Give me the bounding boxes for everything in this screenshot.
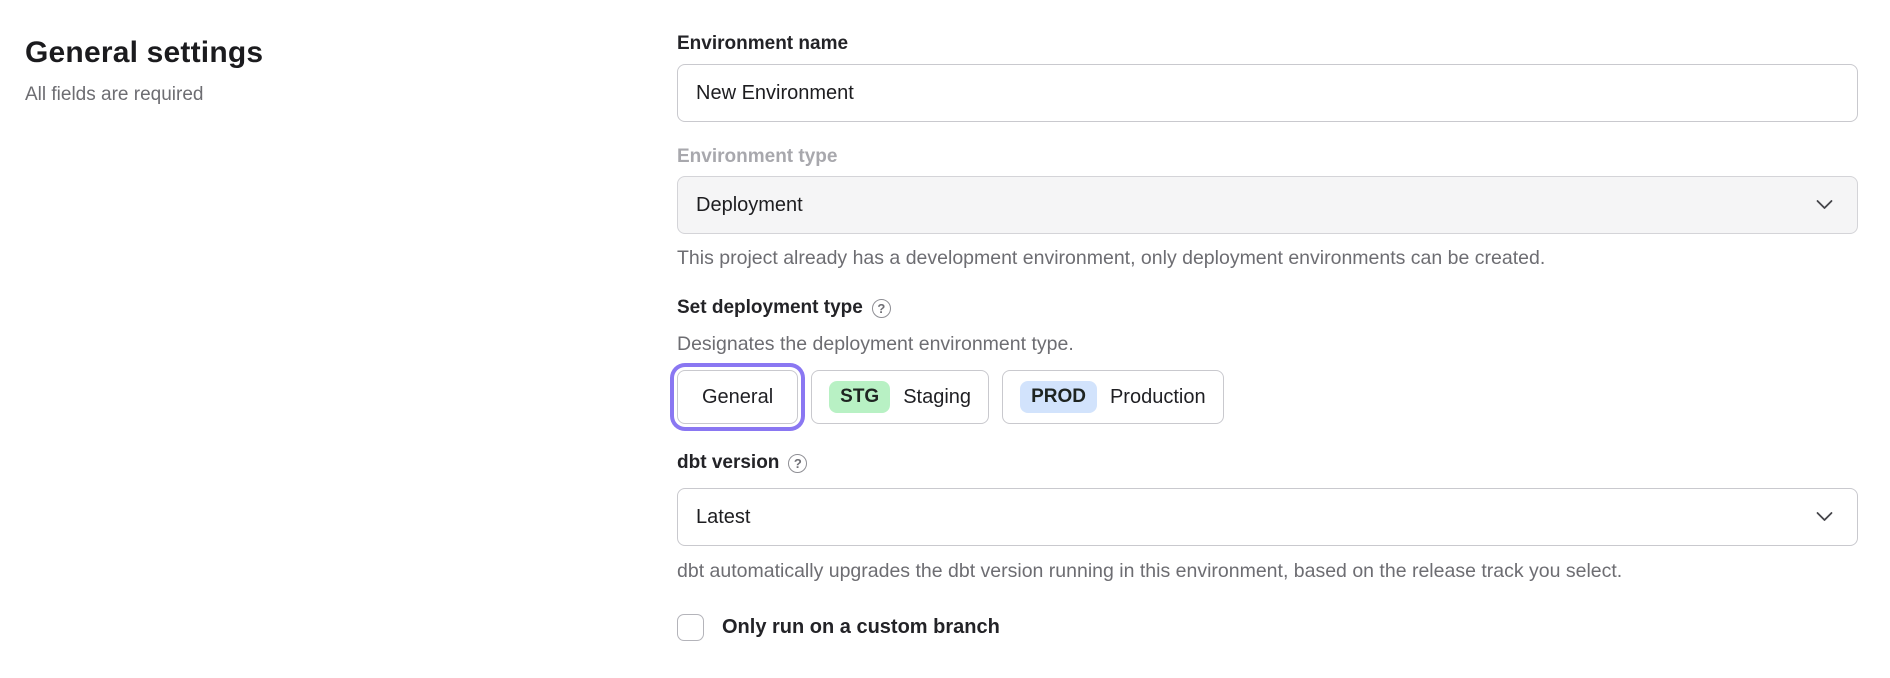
dbt-version-label: dbt version: [677, 452, 780, 473]
deployment-type-production-button[interactable]: PROD Production: [1002, 370, 1224, 424]
chevron-down-icon: [1816, 512, 1833, 523]
chevron-down-icon: [1816, 200, 1833, 211]
environment-type-helper: This project already has a development e…: [677, 247, 1546, 269]
deployment-type-label-row: Set deployment type ?: [677, 296, 1858, 320]
deployment-type-label: Set deployment type: [677, 297, 863, 318]
settings-header: General settings All fields are required: [25, 36, 625, 106]
deployment-type-staging-label: Staging: [903, 385, 972, 408]
help-icon[interactable]: ?: [788, 453, 808, 473]
page-title: General settings: [25, 36, 264, 69]
deployment-type-helper: Designates the deployment environment ty…: [677, 333, 1074, 355]
environment-name-input[interactable]: [677, 64, 1858, 122]
environment-name-label: Environment name: [677, 33, 849, 54]
dbt-version-label-row: dbt version ?: [677, 451, 1858, 475]
dbt-version-select[interactable]: Latest: [677, 488, 1858, 546]
deployment-type-general-label: General: [702, 385, 774, 408]
custom-branch-label[interactable]: Only run on a custom branch: [722, 615, 1000, 638]
custom-branch-checkbox[interactable]: [677, 613, 704, 641]
dbt-version-helper: dbt automatically upgrades the dbt versi…: [677, 560, 1623, 582]
help-icon[interactable]: ?: [871, 298, 891, 318]
page-subtitle: All fields are required: [25, 84, 204, 105]
custom-branch-row: Only run on a custom branch: [677, 613, 1858, 641]
stg-badge: STG: [829, 381, 891, 413]
deployment-type-production-label: Production: [1109, 385, 1206, 408]
deployment-type-general-button[interactable]: General: [677, 370, 799, 424]
environment-type-select: Deployment: [677, 176, 1858, 234]
environment-form: Environment name Environment type Deploy…: [677, 32, 1858, 641]
environment-type-label: Environment type: [677, 146, 838, 167]
environment-type-value: Deployment: [696, 193, 803, 216]
prod-badge: PROD: [1020, 381, 1097, 413]
deployment-type-staging-button[interactable]: STG Staging: [811, 370, 990, 424]
deployment-type-button-group: General STG Staging PROD Production: [677, 370, 1858, 424]
dbt-version-value: Latest: [696, 505, 751, 528]
